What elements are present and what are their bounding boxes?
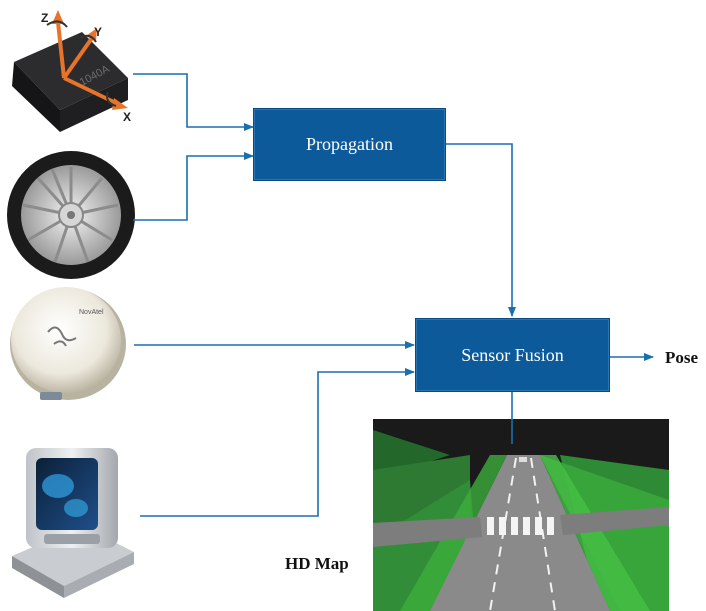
gnss-antenna-image: NovAtel	[10, 287, 126, 400]
arrow-imu-to-propagation	[133, 73, 254, 131]
hd-map-image	[373, 419, 669, 611]
propagation-box: Propagation	[253, 108, 446, 181]
wheel-sensor-image	[7, 151, 135, 279]
lidar-sensor-image	[12, 448, 134, 598]
arrow-propagation-to-fusion	[445, 143, 516, 317]
imu-sensor-image: 1040A Z Y X	[12, 10, 131, 132]
imu-axis-y-label: Y	[94, 25, 102, 39]
hd-map-label: HD Map	[285, 554, 349, 573]
sensor-fusion-box: Sensor Fusion	[415, 318, 610, 392]
sensor-fusion-label: Sensor Fusion	[461, 344, 564, 365]
gnss-brand-text: NovAtel	[79, 309, 104, 316]
connector-lines	[133, 73, 654, 517]
arrow-wheel-to-propagation	[133, 152, 254, 221]
imu-axis-x-label: X	[123, 110, 131, 124]
imu-axis-z-label: Z	[41, 11, 48, 25]
pose-label: Pose	[665, 348, 699, 367]
arrow-lidar-to-fusion	[140, 368, 415, 517]
propagation-label: Propagation	[306, 134, 393, 154]
